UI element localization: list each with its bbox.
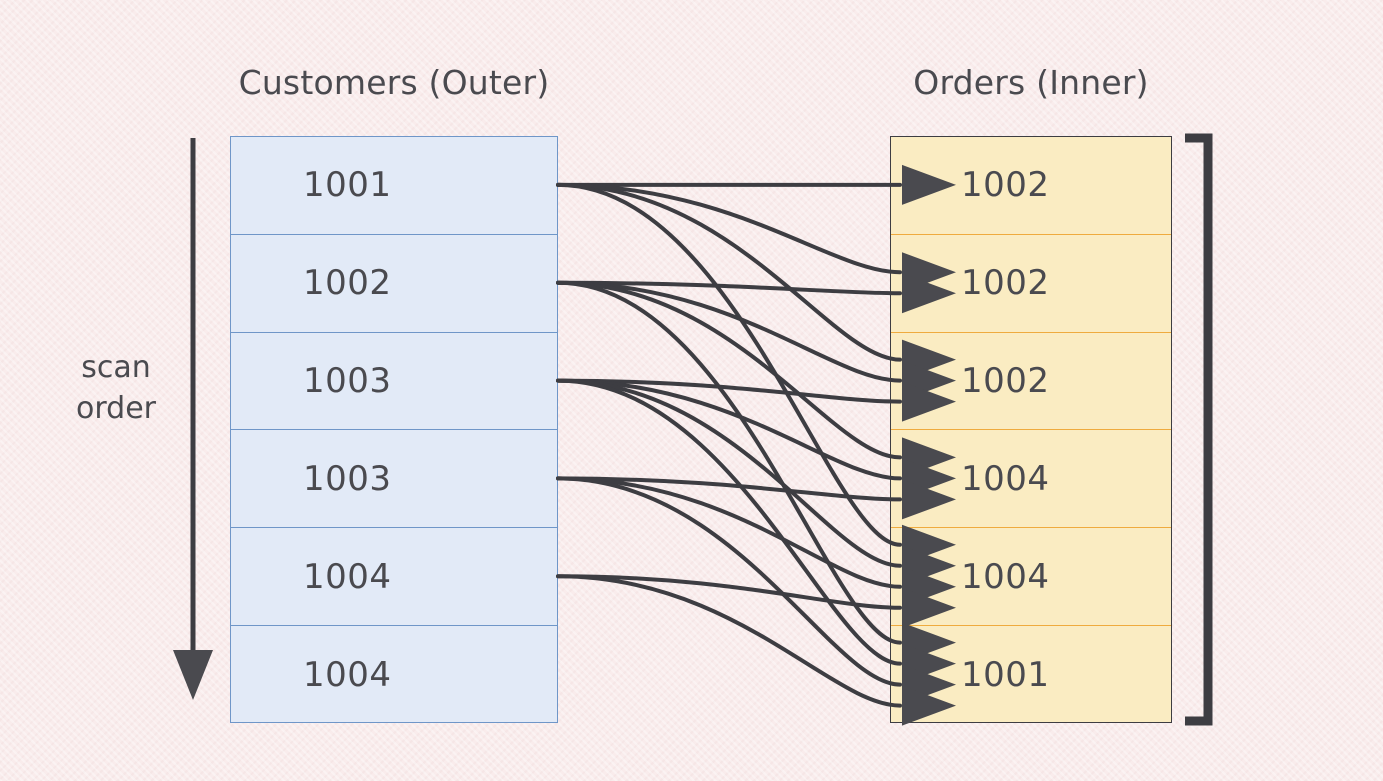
table-row: 1003 bbox=[231, 430, 557, 529]
table-row: 1004 bbox=[891, 430, 1171, 529]
cell-value: 1002 bbox=[961, 263, 1050, 304]
inner-table-orders: 1002 1002 1002 1004 1004 1001 bbox=[890, 136, 1172, 723]
table-row: 1002 bbox=[891, 137, 1171, 235]
table-row: 1004 bbox=[231, 626, 557, 724]
cell-value: 1001 bbox=[303, 165, 392, 206]
cell-value: 1001 bbox=[961, 655, 1050, 696]
scan-order-label-line1: scan bbox=[81, 350, 151, 385]
table-row: 1004 bbox=[891, 528, 1171, 627]
scan-order-label-line2: order bbox=[76, 391, 156, 427]
cell-value: 1004 bbox=[961, 458, 1050, 499]
outer-table-customers: 1001 1002 1003 1003 1004 1004 bbox=[230, 136, 558, 723]
scan-order-label: scan order bbox=[40, 347, 192, 430]
table-row: 1003 bbox=[231, 333, 557, 431]
table-row: 1001 bbox=[231, 137, 557, 235]
table-row: 1001 bbox=[891, 626, 1171, 724]
table-row: 1002 bbox=[891, 333, 1171, 431]
cell-value: 1003 bbox=[303, 361, 392, 402]
cell-value: 1003 bbox=[303, 458, 392, 499]
inner-table-title: Orders (Inner) bbox=[913, 63, 1149, 102]
cell-value: 1002 bbox=[961, 165, 1050, 206]
table-row: 1004 bbox=[231, 528, 557, 627]
table-row: 1002 bbox=[891, 235, 1171, 333]
outer-table-title: Customers (Outer) bbox=[238, 63, 550, 102]
cell-value: 1002 bbox=[303, 263, 392, 304]
table-row: 1002 bbox=[231, 235, 557, 333]
cell-value: 1004 bbox=[303, 655, 392, 696]
cell-value: 1004 bbox=[961, 556, 1050, 597]
cell-value: 1004 bbox=[303, 556, 392, 597]
cell-value: 1002 bbox=[961, 361, 1050, 402]
